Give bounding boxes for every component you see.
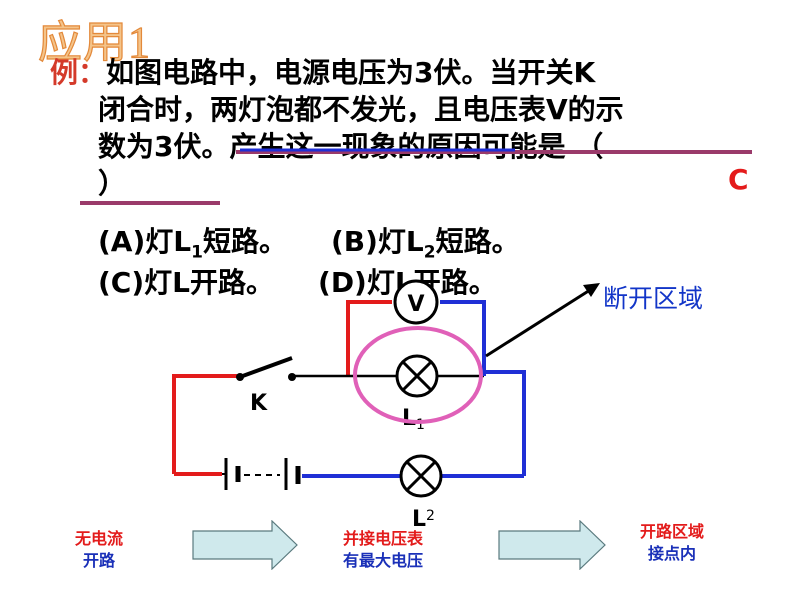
option-b: (B)灯L2短路。 bbox=[330, 225, 520, 263]
question-line-1: 例：如图电路中，电源电压为3伏。当开关K bbox=[50, 56, 596, 89]
diagram-panel bbox=[340, 297, 540, 527]
voltmeter bbox=[393, 279, 439, 325]
highlight-ring bbox=[353, 326, 483, 424]
wire-left-red bbox=[172, 374, 237, 474]
lamp-l2-label: L2 bbox=[412, 507, 435, 532]
slide-title: 应用1 bbox=[37, 17, 151, 67]
lamp-l1-label: L1 bbox=[402, 406, 425, 433]
flow-step-3: 开路区域 接点内 bbox=[639, 522, 704, 563]
option-c: (C)灯L开路。 bbox=[98, 266, 275, 299]
flow-step-1: 无电流 开路 bbox=[74, 529, 123, 570]
voltmeter-label: V bbox=[407, 292, 424, 317]
wire-top-red bbox=[346, 300, 392, 376]
question-line-4: ） bbox=[98, 167, 127, 200]
example-label: 例： bbox=[50, 56, 107, 89]
flow-step-2: 并接电压表 有最大电压 bbox=[342, 529, 423, 570]
switch-lever bbox=[239, 356, 293, 379]
callout-arrow-head bbox=[583, 283, 600, 297]
options-row-1: (A)灯L1短路。 (B)灯L2短路。 bbox=[98, 221, 520, 263]
option-a: (A)灯L1短路。 bbox=[98, 225, 287, 263]
switch-label: K bbox=[250, 391, 268, 416]
question-line-3: 数为3伏。产生这一现象的原因可能是 （ bbox=[98, 130, 604, 163]
answer-options: (A)灯L1短路。(B)灯L2短路。 (C)灯L开路。(D)灯L开路。 bbox=[98, 221, 520, 303]
flow-arrow-1 bbox=[192, 520, 298, 570]
question-line-2: 闭合时，两灯泡都不发光，且电压表V的示 bbox=[98, 93, 624, 126]
switch-contact bbox=[288, 373, 296, 381]
wire-right-blue bbox=[484, 370, 526, 476]
flow-arrow-2 bbox=[498, 520, 606, 570]
callout-arrow-line bbox=[485, 288, 591, 358]
wire-top-blue bbox=[440, 300, 486, 376]
question-text: 例：如图电路中，电源电压为3伏。当开关K 闭合时，两灯泡都不发光，且电压表V的示… bbox=[50, 54, 750, 202]
answer-letter: C bbox=[728, 163, 749, 196]
callout-label: 断开区域 bbox=[603, 284, 704, 313]
